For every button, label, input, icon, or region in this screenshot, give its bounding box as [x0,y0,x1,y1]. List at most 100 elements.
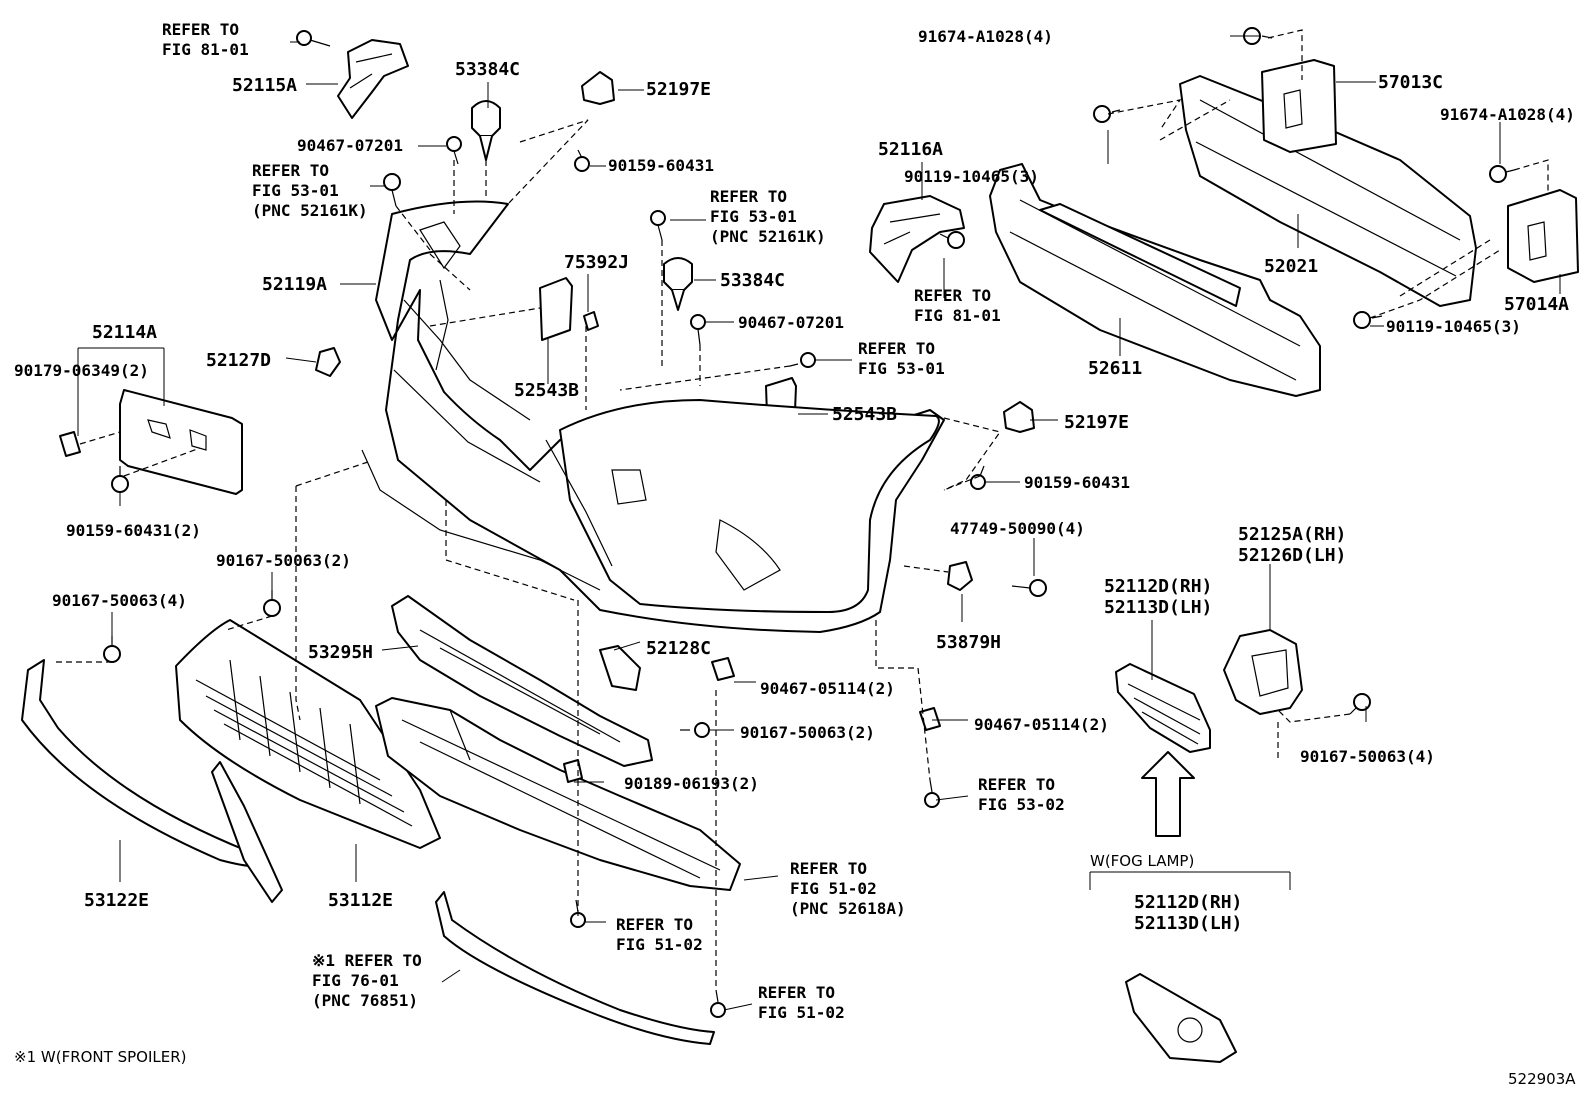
label-line: 53879H [936,632,1001,653]
label-52125a: 52125A(RH)52126D(LH) [1238,524,1346,566]
label-line: 53122E [84,890,149,911]
label-91674-a1028-b: 91674-A1028(4) [1440,105,1575,124]
label-53122e: 53122E [84,890,149,911]
label-line: FIG 51-02 [616,935,703,954]
label-line: 52114A [92,322,157,343]
label-line: 90467-05114(2) [974,715,1109,734]
clip-53384c-mid-drawing [663,257,693,311]
label-line: 90189-06193(2) [624,774,759,793]
label-line: 90159-60431 [608,156,714,175]
label-line: FIG 51-02 [758,1003,845,1022]
label-line: FIG 76-01 [312,971,399,990]
label-line: 53384C [720,270,785,291]
part-illustrations [21,27,1579,1063]
label-line: 52126D(LH) [1238,545,1346,566]
label-53879h: 53879H [936,632,1001,653]
label-90467-05114-b: 90467-05114(2) [974,715,1109,734]
label-52119a: 52119A [262,274,327,295]
bracket-52116a-drawing [869,195,965,283]
label-line: 75392J [564,252,629,273]
label-line: 52116A [878,139,943,160]
label-line: FIG 53-01 [710,207,797,226]
label-line: 90467-07201 [738,313,844,332]
label-91674-a1028-a: 91674-A1028(4) [918,27,1053,46]
label-90167-50063-d: 90167-50063(4) [1300,747,1435,766]
label-line: 52127D [206,350,271,371]
label-line: 52543B [514,380,579,401]
label-90159-60431-c: 90159-60431(2) [66,521,201,540]
label-line: 90167-50063(2) [216,551,351,570]
label-line: (PNC 52161K) [710,227,826,246]
label-line: 90119-10465(3) [1386,317,1521,336]
beam-52021-drawing [1179,75,1477,307]
label-90159-60431-b: 90159-60431 [1024,473,1130,492]
label-53112e: 53112E [328,890,393,911]
front-spoiler-drawing [435,891,715,1045]
label-52128c: 52128C [646,638,711,659]
bumper-cover-52119a-drawing [361,200,945,633]
label-90167-50063-c: 90167-50063(2) [740,723,875,742]
label-90167-50063-a: 90167-50063(2) [216,551,351,570]
label-line: 57014A [1504,294,1569,315]
label-line: 53384C [455,59,520,80]
label-line: FIG 81-01 [162,40,249,59]
label-line: FIG 53-01 [858,359,945,378]
label-52127d: 52127D [206,350,271,371]
label-line: ※1 REFER TO [312,951,422,970]
label-line: 52125A(RH) [1238,524,1346,545]
label-52114a: 52114A [92,322,157,343]
footnote: ※1 W(FRONT SPOILER) [14,1048,186,1066]
cap-52128c-drawing [599,645,641,691]
label-line: REFER TO [710,187,787,206]
cap-52127d-drawing [315,347,341,377]
label-line: 52113D(LH) [1134,913,1242,934]
label-line: FIG 53-02 [978,795,1065,814]
label-52112d-lower: 52112D(RH)52113D(LH) [1134,892,1242,934]
up-arrow-drawing [1141,751,1195,837]
label-line: 90167-50063(4) [1300,747,1435,766]
label-line: 52112D(RH) [1134,892,1242,913]
label-line: (PNC 52161K) [252,201,368,220]
label-52611: 52611 [1088,358,1142,379]
label-line: REFER TO [616,915,693,934]
undercover-drawing [375,657,941,891]
label-52115a: 52115A [232,75,297,96]
label-line: 52112D(RH) [1104,576,1212,597]
label-line: REFER TO [858,339,935,358]
label-90189-06193: 90189-06193(2) [624,774,759,793]
label-line: (PNC 76851) [312,991,418,1010]
label-90467-07201-b: 90467-07201 [738,313,844,332]
right-clips-drawing [947,401,1035,591]
label-line: FIG 53-01 [252,181,339,200]
label-52543b-a: 52543B [514,380,579,401]
label-line: 90159-60431(2) [66,521,201,540]
bracket-52115a-drawing [296,30,409,119]
brackets-57013c-57014a-drawing [1261,59,1579,283]
label-line: REFER TO [758,983,835,1002]
label-90167-50063-b: 90167-50063(4) [52,591,187,610]
label-line: FIG 81-01 [914,306,1001,325]
label-line: 90179-06349(2) [14,361,149,380]
label-line: 52115A [232,75,297,96]
label-57014a: 57014A [1504,294,1569,315]
fog-housing-drawing [1223,629,1303,715]
label-line: 52119A [262,274,327,295]
label-53295h: 53295H [308,642,373,663]
label-line: 52611 [1088,358,1142,379]
label-90467-07201-a: 90467-07201 [297,136,403,155]
label-75392j: 75392J [564,252,629,273]
label-line: (PNC 52618A) [790,899,906,918]
clip-52197e-top-drawing [581,71,615,105]
fog-cover-upper-drawing [1115,663,1211,753]
label-52112d-upper: 52112D(RH)52113D(LH) [1104,576,1212,618]
label-fog-lamp-group: W(FOG LAMP) [1090,852,1194,870]
label-line: REFER TO [252,161,329,180]
label-90179-06349: 90179-06349(2) [14,361,149,380]
